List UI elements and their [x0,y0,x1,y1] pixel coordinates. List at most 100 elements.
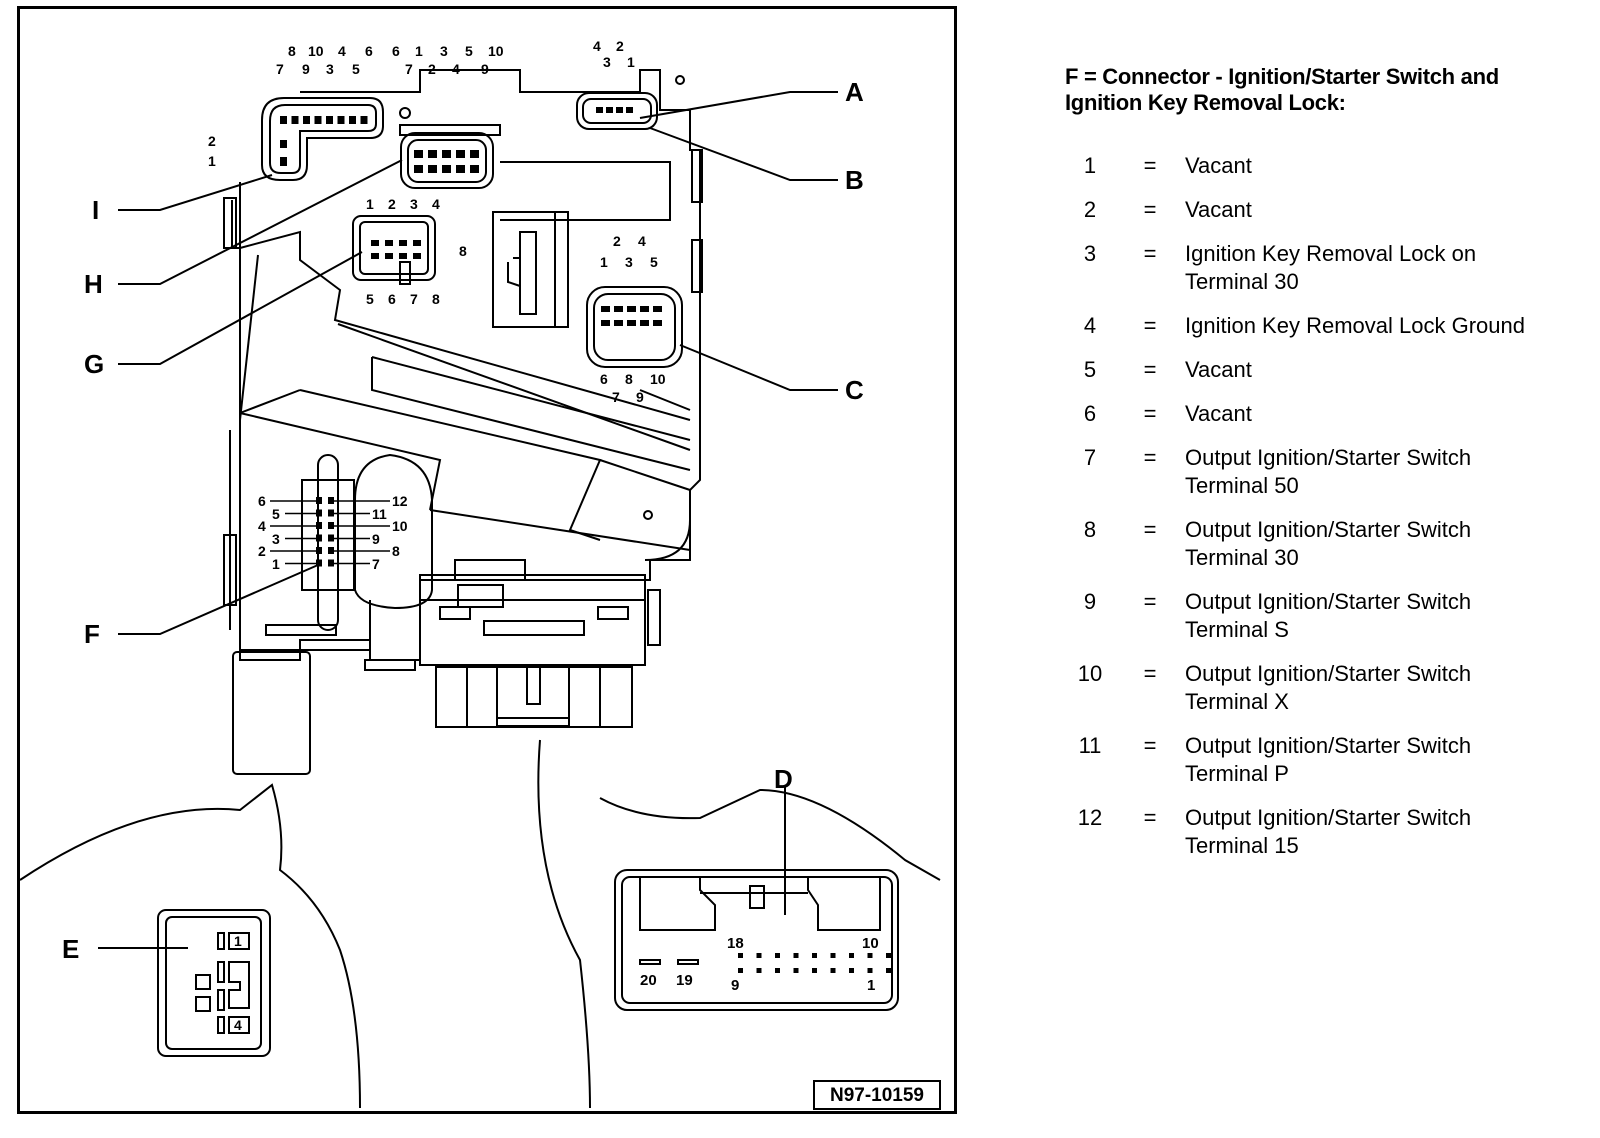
connector-f-pin [328,509,334,517]
connector-i-pin [280,140,287,148]
pin-label: 10 [862,935,879,952]
connector-h-pin [456,150,465,158]
legend-equals: = [1143,589,1157,614]
pin-label: 1 [234,933,242,949]
callout-i: I [92,195,99,225]
pin-label: 7 [612,389,620,405]
callout-a: A [845,77,864,107]
callout-g: G [84,349,104,379]
pin-label: 20 [640,972,657,989]
connector-g-pin [385,240,393,246]
pin-label: 4 [234,1017,242,1033]
pin-label: 4 [452,61,460,77]
connector-f-pin [316,497,322,504]
connector-d-pin [830,953,836,958]
pin-label: 1 [415,43,423,59]
connector-g-labels: 1 2 3 4 5 6 7 8 [366,196,440,307]
pin-label: 3 [440,43,448,59]
legend-description: Output Ignition/Starter Switch Terminal … [1185,661,1472,714]
legend-pin-number: 3 [1083,241,1097,266]
connector-c-housing [586,286,683,368]
legend-description: Vacant [1185,197,1252,222]
connector-d-pin [867,953,873,958]
pin-label: 6 [392,43,400,59]
pin-label: 5 [272,506,280,522]
connector-h-labels: 6 1 3 5 10 7 2 4 9 8 [392,43,504,259]
pin-label: 7 [405,61,413,77]
connector-b-pin [616,107,623,113]
pin-label: 8 [432,291,440,307]
connector-d-labels: 18 10 20 19 9 1 [640,935,879,994]
connector-h-pin [456,165,465,173]
legend-pin-number: 10 [1077,661,1103,686]
pin-label: 2 [613,233,621,249]
legend-description: Vacant [1185,153,1252,178]
connector-c-labels: 2 4 1 3 5 6 8 10 7 9 [600,233,666,405]
bubble-d [537,739,941,1109]
connector-c-pin [601,320,610,326]
connector-d-pin [849,968,854,973]
connector-h-pin [414,150,423,158]
legend-description: Output Ignition/Starter Switch Terminal … [1185,589,1472,642]
pin-label: 11 [372,506,387,522]
connector-c-pin [653,306,662,312]
connector-d-detail [614,869,899,1011]
pin-label: 9 [372,531,380,547]
pin-label: 6 [258,493,266,509]
connector-f-pin [316,534,322,542]
connector-i-pin [360,116,368,124]
legend-description: Ignition Key Removal Lock on Terminal 30 [1185,241,1477,294]
legend-equals: = [1143,805,1157,830]
pin-label: 9 [636,389,644,405]
connector-b-pin [596,107,603,113]
pin-label: 3 [272,531,280,547]
connector-d-pin [793,953,799,958]
switch-housing [223,69,703,775]
connector-c-pin [653,320,662,326]
connector-i-labels: 8 10 4 6 7 9 3 5 2 1 [208,43,373,169]
pin-label: 7 [372,556,380,572]
legend-equals: = [1143,357,1157,382]
legend-row: 10=Output Ignition/Starter Switch Termin… [1065,660,1595,716]
connector-g-pin [371,253,379,259]
connector-c-pin [640,320,649,326]
legend-description: Vacant [1185,401,1252,426]
legend-description: Ignition Key Removal Lock Ground [1185,313,1525,338]
pin-label: 1 [600,254,608,270]
legend-equals: = [1143,445,1157,470]
legend-pin-number: 7 [1083,445,1097,470]
connector-d-pin [775,953,780,958]
connector-b-pin [626,107,633,113]
connector-b-pin [606,107,613,113]
legend-description: Vacant [1185,357,1252,382]
connector-d-pin [775,968,780,973]
pin-label: 9 [731,977,739,994]
legend-pin-number: 5 [1083,357,1097,382]
pin-assignment-legend: F = Connector - Ignition/Starter Switch … [1065,64,1595,876]
pin-label: 18 [727,935,744,952]
legend-row: 5 = Vacant [1065,356,1595,384]
connector-f-pin [328,534,334,542]
connector-d-pin [738,953,743,958]
connector-i-pin [349,116,356,124]
callout-d: D [774,764,793,794]
pin-label: 10 [488,43,504,59]
legend-row: 11=Output Ignition/Starter Switch Termin… [1065,732,1595,788]
diagram-frame [17,6,957,1114]
connector-d-pin [812,968,817,973]
connector-h-pin [470,150,479,158]
legend-description: Output Ignition/Starter Switch Terminal … [1185,445,1472,498]
connector-e-detail [157,909,271,1057]
pins-layer [270,107,891,973]
pin-label: 4 [432,196,440,212]
callout-h: H [84,269,103,299]
pin-label: 9 [481,61,489,77]
legend-pin-number: 4 [1083,313,1097,338]
pin-label: 10 [650,371,666,387]
connector-i-pin [326,116,333,124]
connector-c-pin [627,306,636,312]
pin-label: 6 [365,43,373,59]
legend-row: 7 = Output Ignition/Starter Switch Termina… [1065,444,1595,500]
pin-label: 5 [465,43,473,59]
